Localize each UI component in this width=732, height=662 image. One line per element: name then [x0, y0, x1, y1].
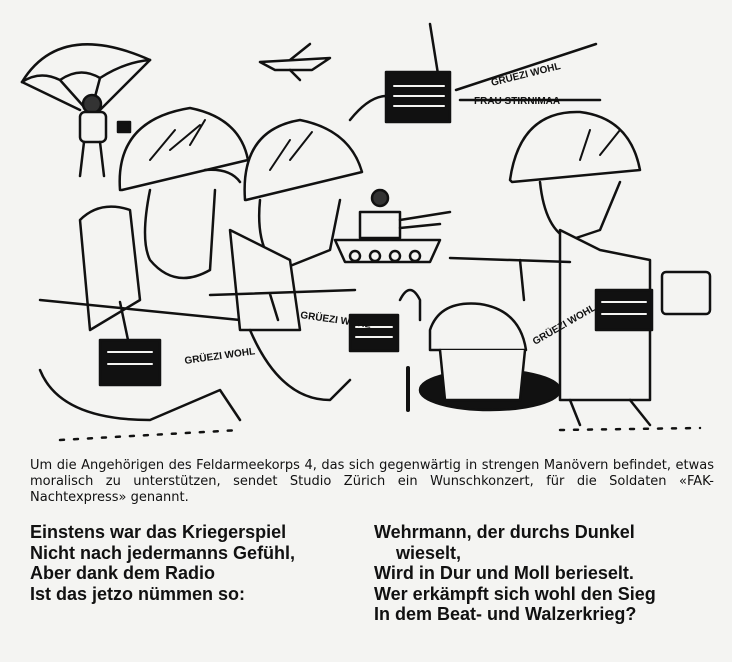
poem-right-column: Wehrmann, der durchs Dunkel wieselt, Wir… [374, 522, 724, 625]
speech-addressee: FRAU STIRNIMAA [474, 96, 560, 107]
cartoon-caption: Um die Angehörigen des Feldarmeekorps 4,… [30, 458, 714, 505]
poem-line: Nicht nach jedermanns Gefühl, [30, 542, 296, 563]
radio-held-aloft [348, 22, 602, 124]
soldier-center [208, 118, 364, 402]
poem-line: Einstens war das Kriegerspiel [30, 522, 287, 542]
radio-label-1: GRÜEZI WOHL [184, 344, 256, 367]
tank [333, 188, 452, 264]
speech-greeting: GRÜEZI WOHL [490, 59, 562, 89]
radio-label-2: GRÜEZI WOHL [300, 308, 372, 331]
parachutist-figure [20, 43, 152, 178]
poem-line: Wer erkämpft sich wohl den Sieg [374, 583, 656, 604]
cartoon-illustration: GRÜEZI WOHL FRAU STIRNIMAA GRÜEZI WOHL G… [20, 22, 712, 442]
soldier-left [38, 106, 250, 422]
poem-left-column: Einstens war das Kriegerspiel Nicht nach… [30, 522, 350, 604]
soldier-right [448, 110, 712, 427]
soldier-in-foxhole [348, 288, 562, 412]
poem-line: Wehrmann, der durchs Dunkel [374, 522, 635, 542]
poem-line: Wird in Dur und Moll berieselt. [374, 563, 634, 583]
poem-line: Aber dank dem Radio [30, 563, 216, 583]
poem-line: In dem Beat- und Walzerkrieg? [374, 604, 637, 624]
poem-line: Ist das jetzo nümmen so: [30, 583, 246, 604]
poem-line-continuation: wieselt, [396, 542, 462, 563]
jet-plane [258, 42, 332, 82]
